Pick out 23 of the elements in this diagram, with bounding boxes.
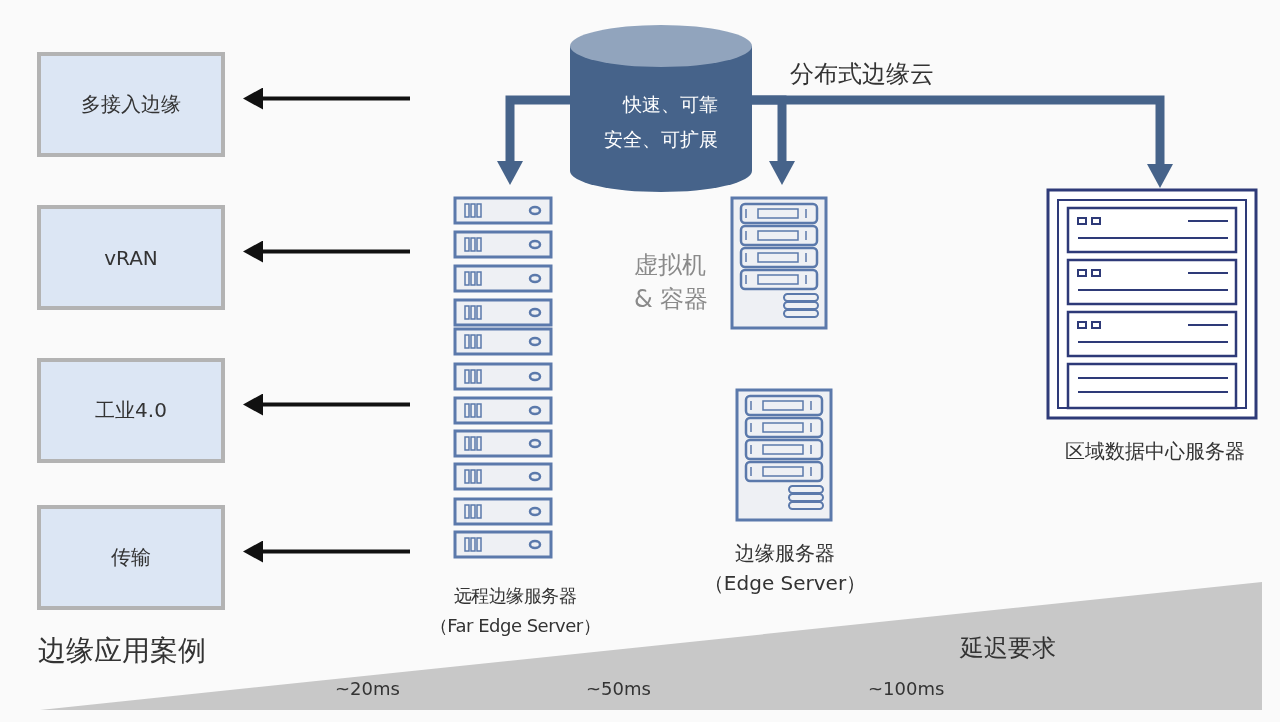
arrow: [243, 393, 410, 416]
server-caption: 远程边缘服务器: [452, 584, 578, 608]
use-case-box: vRAN: [37, 205, 225, 310]
arrow: [497, 95, 570, 185]
use-case-box: 多接入边缘: [37, 52, 225, 157]
text-label: 边缘应用案例: [38, 633, 206, 669]
server-caption: 边缘服务器: [734, 540, 836, 567]
use-case-box: 工业4.0: [37, 358, 225, 463]
server-caption: （Far Edge Server）: [428, 614, 602, 638]
arrow: [243, 240, 410, 263]
text-label: 分布式边缘云: [790, 59, 934, 90]
server-caption: 虚拟机 & 容器: [634, 250, 710, 315]
text-label: ~50ms: [586, 678, 651, 699]
text-label: ~100ms: [868, 678, 945, 699]
cylinder-label: 快速、可靠安全、可扩展: [604, 92, 718, 152]
text-label: ~20ms: [335, 678, 400, 699]
arrow: [243, 87, 410, 110]
arrow: [243, 540, 410, 563]
text-label: 延迟要求: [960, 633, 1056, 664]
server-caption: （Edge Server）: [702, 570, 868, 597]
use-case-box: 传输: [37, 505, 225, 610]
arrow: [752, 95, 1173, 188]
server-caption: 区域数据中心服务器: [1064, 438, 1246, 465]
